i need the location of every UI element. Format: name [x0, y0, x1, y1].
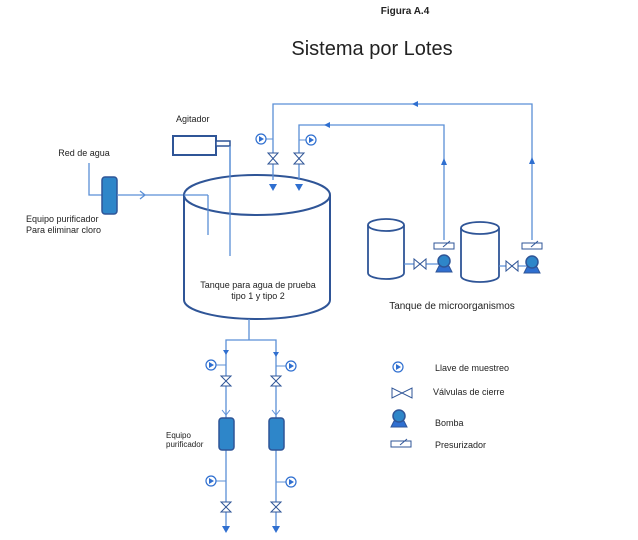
legend-label: Bomba [435, 418, 464, 428]
sampling-valve-icon [205, 475, 226, 487]
agitator-motor [172, 135, 231, 156]
shutoff-valve-icon [266, 152, 280, 165]
purifier-2 [268, 417, 285, 451]
label-purificador-2: purificador [166, 440, 204, 449]
chlorine-purifier [101, 176, 118, 215]
legend: Llave de muestreo Válvulas de cierre Bom… [390, 361, 509, 450]
pressurizer-icon [521, 240, 543, 250]
label-purificador-cloro-2: Para eliminar cloro [26, 225, 101, 235]
arrow-down-icon [269, 184, 277, 191]
label-red-agua: Red de agua [58, 148, 110, 158]
label-tanque-micro: Tanque de microorganismos [389, 301, 515, 312]
diagram-title: Sistema por Lotes [291, 38, 452, 60]
shutoff-valve-icon [413, 257, 427, 271]
test-water-tank [183, 174, 331, 320]
sampling-valve-icon [255, 133, 273, 145]
shutoff-valve-icon [219, 501, 233, 513]
legend-pressurizer-icon [390, 438, 412, 448]
label-tanque-1: Tanque para agua de prueba [200, 280, 316, 290]
figure-label: Figura A.4 [381, 6, 430, 17]
pump-icon [435, 254, 453, 273]
legend-label: Válvulas de cierre [433, 387, 505, 397]
shutoff-valve-icon [219, 375, 233, 387]
shutoff-valve-icon [269, 375, 283, 387]
arrow-down-icon [295, 184, 303, 191]
legend-label: Llave de muestreo [435, 363, 509, 373]
pipe-water-inlet [88, 163, 103, 196]
label-tanque-2: tipo 1 y tipo 2 [231, 291, 285, 301]
arrow-down-icon [272, 526, 280, 533]
pump-icon [523, 255, 541, 274]
arrow-left-icon-2 [324, 122, 330, 128]
shutoff-valve-icon [292, 152, 306, 165]
label-purificador-cloro-1: Equipo purificador [26, 214, 99, 224]
sampling-valve-icon [276, 360, 297, 372]
arrow-left-icon [412, 101, 418, 107]
pressurizer-icon [433, 240, 455, 250]
shutoff-valve-icon [505, 259, 519, 273]
legend-label: Presurizador [435, 440, 486, 450]
label-agitador: Agitador [176, 114, 210, 124]
arrow-up-icon [441, 158, 447, 165]
sampling-valve-icon [299, 134, 317, 146]
legend-sampling-valve-icon [392, 361, 404, 373]
shutoff-valve-icon [269, 501, 283, 513]
microorganism-tank-1 [367, 218, 405, 280]
arrow-up-icon-2 [529, 157, 535, 164]
arrow-down-icon [222, 526, 230, 533]
purifier-1 [218, 417, 235, 451]
sampling-valve-icon [276, 476, 297, 488]
return-line-outer [272, 103, 533, 240]
label-purificador-1: Equipo [166, 431, 191, 440]
microorganism-tank-2 [460, 221, 500, 283]
legend-pump-icon [390, 409, 408, 428]
flow-arrow-icon [139, 190, 147, 200]
legend-shutoff-valve-icon [391, 387, 413, 399]
sampling-valve-icon [205, 359, 226, 371]
